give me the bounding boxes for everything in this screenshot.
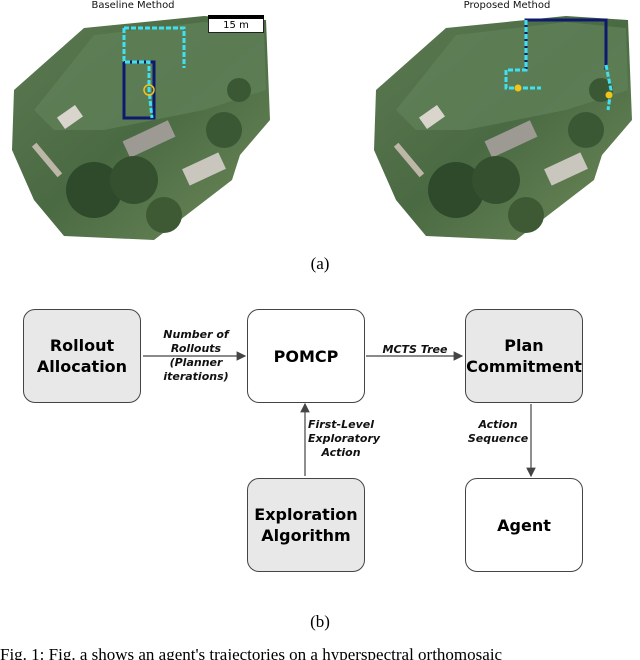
panel-b-label: (b)	[310, 612, 330, 631]
baseline-marker	[143, 84, 155, 96]
edge-label-exploratory-action: First-Level Exploratory Action	[308, 418, 381, 459]
baseline-map	[12, 16, 270, 240]
figure-caption: Fig. 1: Fig. a shows an agent's trajecto…	[0, 645, 503, 660]
proposed-method-title: Proposed Method	[463, 0, 551, 11]
proposed-marker	[514, 84, 522, 92]
baseline-method-title: Baseline Method	[91, 0, 175, 11]
rollout-allocation-node: Rollout Allocation	[23, 309, 141, 403]
edge-label-rollouts: Number of Rollouts (Planner iterations)	[163, 328, 229, 383]
edge-label-mcts-tree: MCTS Tree	[382, 343, 448, 356]
agent-node: Agent	[465, 478, 583, 572]
baseline-trajectory-light	[122, 28, 154, 119]
pomcp-node: POMCP	[247, 309, 365, 403]
panel-a-label: (a)	[310, 254, 330, 273]
plan-commitment-node: Plan Commitment	[465, 309, 583, 403]
proposed-map	[374, 16, 632, 240]
edge-label-action-sequence: Action Sequence	[467, 418, 529, 445]
exploration-algorithm-node: Exploration Algorithm	[247, 478, 365, 572]
diagram-arrows	[143, 351, 536, 478]
scale-label: 15 m	[208, 19, 264, 33]
